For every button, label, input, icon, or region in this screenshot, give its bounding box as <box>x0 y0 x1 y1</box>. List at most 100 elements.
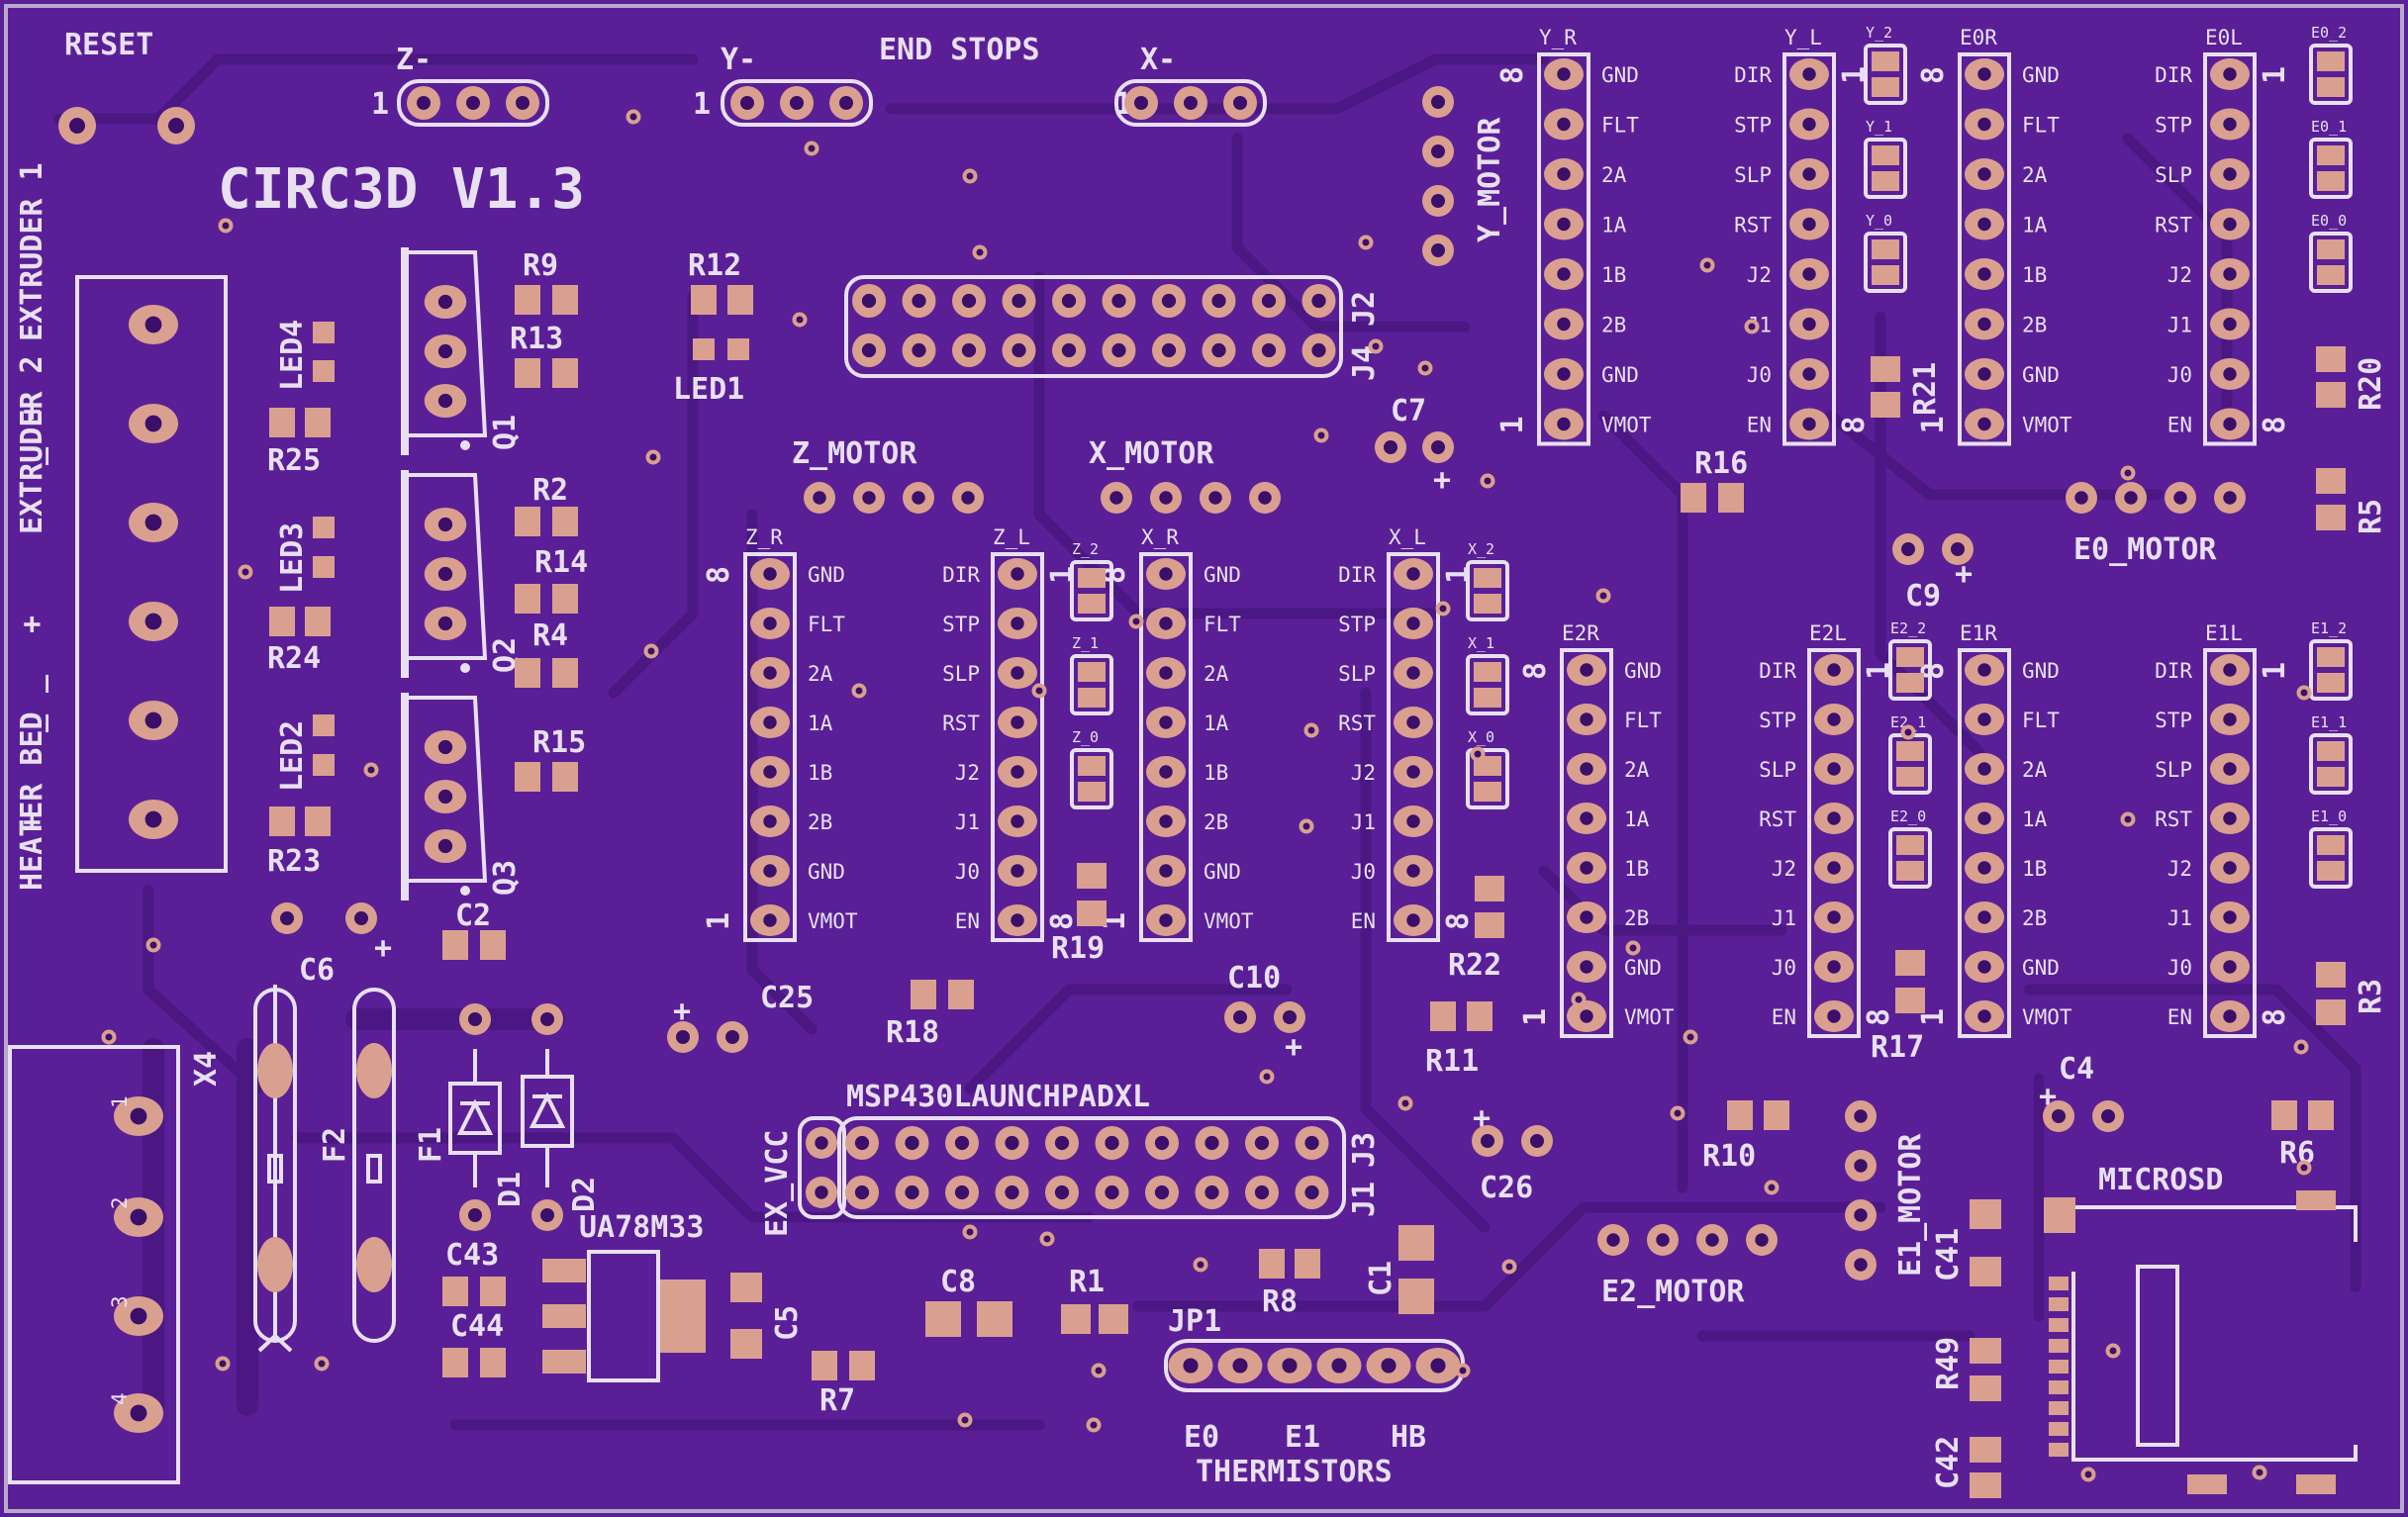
driver-pin <box>998 558 1037 590</box>
pin-number: 8 <box>2258 416 2292 433</box>
driver-pin-label: 2B <box>808 810 832 834</box>
pin-number: 8 <box>1518 662 1553 680</box>
svg-text:R5: R5 <box>2354 499 2388 534</box>
jumper-label: E2_0 <box>1890 807 1926 825</box>
resistor-r20: R20 <box>2316 346 2388 411</box>
driver-pin-label: GND <box>2022 659 2060 683</box>
svg-text:LED1: LED1 <box>673 372 744 407</box>
driver-pin <box>1965 803 2004 834</box>
thermistor-pin <box>1415 1348 1461 1383</box>
resistor-r49: R49 <box>1931 1337 2001 1401</box>
driver-pin <box>1965 208 2004 240</box>
driver-pin-label: STP <box>942 613 980 636</box>
svg-text:E1: E1 <box>1285 1420 1320 1455</box>
driver-pin-label: STP <box>2155 114 2192 138</box>
jumper-label: E1_1 <box>2311 713 2347 731</box>
driver-pin-label: SLP <box>1734 163 1772 187</box>
motor-pin <box>1200 482 1231 514</box>
driver-pin <box>1789 258 1829 290</box>
driver-pin <box>750 806 790 837</box>
svg-text:J1: J1 <box>1347 1182 1382 1217</box>
driver-pin <box>1814 951 1854 983</box>
driver-pin <box>1146 756 1186 788</box>
input-terminal-pin-number: 3 <box>108 1295 132 1308</box>
launchpad-pin <box>1095 1176 1129 1209</box>
svg-text:C6: C6 <box>299 953 335 988</box>
driver-pin <box>1789 158 1829 190</box>
pin-number: 8 <box>1916 662 1951 680</box>
thermistor-pin <box>1267 1348 1312 1383</box>
svg-text:1: 1 <box>371 87 389 122</box>
driver-pin <box>750 608 790 639</box>
driver-pin <box>1567 951 1606 983</box>
capacitor-c5: C5 <box>730 1273 805 1359</box>
driver-name: X_L <box>1389 525 1426 549</box>
driver-pin <box>1394 855 1433 887</box>
thermistor-pin <box>1366 1348 1411 1383</box>
power-output-terminal: EXTRUDER 1 _ + EXTRUDER 2 _ + HEATER BED… <box>15 162 228 891</box>
driver-pin <box>1394 756 1433 788</box>
driver-pin <box>1567 803 1606 834</box>
resistor-r11: R11 <box>1425 1001 1493 1079</box>
driver-pin-label: STP <box>2155 709 2192 732</box>
capacitor-c42: C42 <box>1931 1436 2001 1498</box>
driver-pin-label: J1 <box>1351 810 1376 834</box>
microstep-jumpers-e1: E1_2E1_1E1_0 <box>2309 619 2353 889</box>
driver-pin-label: GND <box>1601 63 1639 87</box>
driver-pin-label: VMOT <box>1204 909 1254 933</box>
x-motor-connector: X_MOTOR <box>1089 436 1281 514</box>
driver-pin-label: J0 <box>955 860 980 884</box>
svg-text:R17: R17 <box>1871 1030 1924 1065</box>
driver-pin <box>2210 58 2250 90</box>
svg-text:R18: R18 <box>886 1015 939 1050</box>
led2: LED2 <box>275 714 335 792</box>
header-pin <box>902 333 936 367</box>
svg-text:LED4: LED4 <box>275 320 310 391</box>
driver-pin <box>1394 707 1433 738</box>
jumper-label: X_0 <box>1468 728 1494 746</box>
launchpad-pin <box>1295 1176 1329 1209</box>
svg-text:+: + <box>1433 463 1451 498</box>
svg-text:X-: X- <box>1140 43 1176 77</box>
svg-text:C9: C9 <box>1905 579 1941 614</box>
e2-motor-connector: E2_MOTOR <box>1597 1224 1778 1309</box>
driver-pin-label: J2 <box>955 761 980 785</box>
driver-pin <box>1544 108 1584 141</box>
pin-number: 8 <box>1837 416 1872 433</box>
driver-pin <box>1789 358 1829 390</box>
driver-pin <box>1789 108 1829 141</box>
jumper-label: E0_0 <box>2311 212 2347 230</box>
jumper-label: Y_0 <box>1866 212 1892 230</box>
driver-pin-label: GND <box>1624 956 1662 980</box>
svg-text:R10: R10 <box>1702 1139 1756 1174</box>
j2-j4-header: J2 J4 <box>844 275 1382 381</box>
driver-pin-label: 1B <box>1204 761 1228 785</box>
driver-pin-label: RST <box>2155 807 2192 831</box>
driver-pin-label: FLT <box>1601 114 1639 138</box>
svg-text:F1: F1 <box>414 1127 448 1163</box>
resistor-r21: R21 <box>1871 356 1943 418</box>
pin-number: 8 <box>1441 912 1476 930</box>
header-pin <box>902 284 936 318</box>
motor-pin <box>1597 1224 1629 1256</box>
fuse-f1 <box>253 988 297 1343</box>
motor-pin <box>1845 1100 1877 1132</box>
driver-pin-label: 1B <box>1601 263 1626 287</box>
motor-pin <box>2214 482 2246 514</box>
jumper-label: E0_2 <box>2311 24 2347 42</box>
motor-pin <box>2115 482 2147 514</box>
driver-pin <box>1965 308 2004 340</box>
motor-pin <box>2165 482 2196 514</box>
driver-pin-label: 1A <box>2022 214 2048 237</box>
terminal-pad <box>129 800 178 839</box>
svg-text:UA78M33: UA78M33 <box>579 1210 704 1245</box>
jumper-label: Y_1 <box>1866 118 1892 136</box>
resistor-r3: R3 <box>2316 962 2388 1025</box>
driver-pin <box>1965 951 2004 983</box>
driver-name: Z_L <box>993 525 1030 549</box>
e0-motor-connector: E0_MOTOR <box>2066 482 2246 567</box>
svg-text:R14: R14 <box>534 545 588 580</box>
